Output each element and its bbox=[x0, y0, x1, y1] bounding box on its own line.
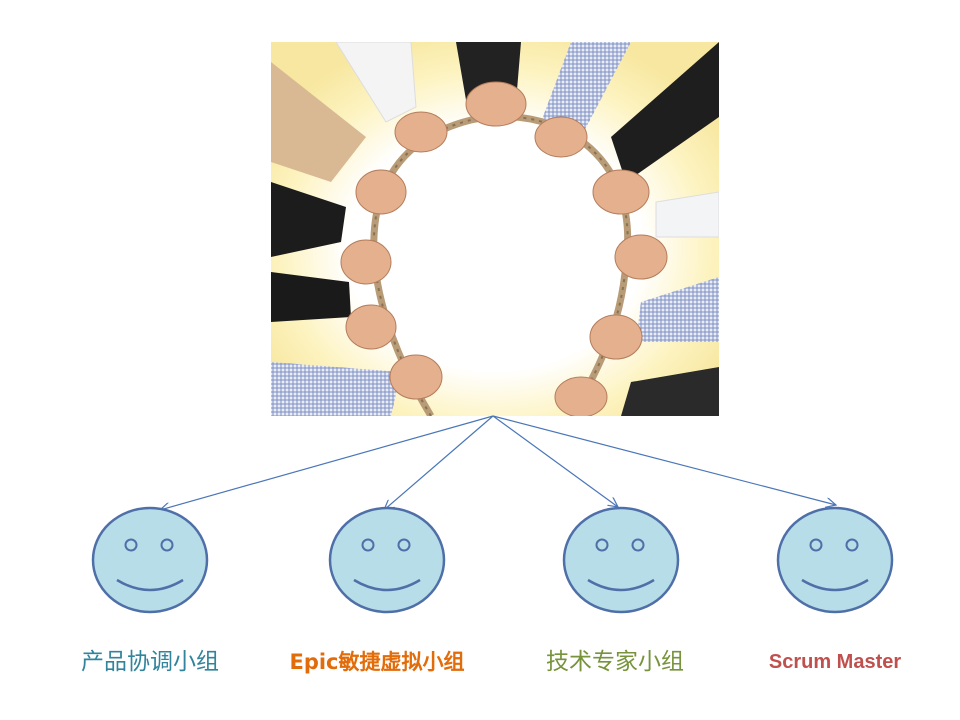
technical-expert-group-label: 技术专家小组 bbox=[546, 649, 684, 675]
smiley-face-icon bbox=[776, 506, 894, 614]
smiley-face-icon bbox=[562, 506, 680, 614]
arrow-to-tech-group bbox=[492, 415, 618, 507]
smiley-face-icon bbox=[91, 506, 209, 614]
fists bbox=[340, 81, 668, 416]
product-coordination-group-label: 产品协调小组 bbox=[81, 649, 219, 675]
team-hands-rope-photo bbox=[271, 42, 719, 416]
scrum-master-label: Scrum Master bbox=[768, 651, 902, 673]
sleeves bbox=[271, 42, 719, 416]
arrow-to-epic-group bbox=[384, 415, 494, 510]
smiley-face-icon bbox=[328, 506, 446, 614]
epic-agile-virtual-group-label: Epic敏捷虚拟小组 bbox=[289, 650, 465, 674]
arrow-to-product-group bbox=[160, 415, 494, 510]
arrow-to-scrum-master bbox=[492, 415, 836, 505]
